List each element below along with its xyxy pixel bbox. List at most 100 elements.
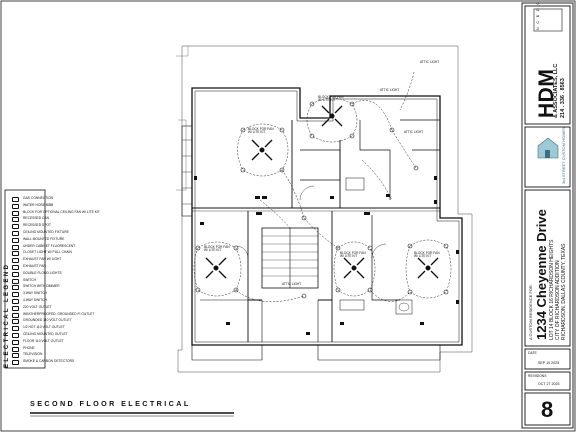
legend-item: 220 VOLT OUTLET [12, 304, 52, 311]
legend-item: TELEVISION [12, 352, 43, 359]
legend-symbol-icon [12, 312, 19, 318]
legend-item-label: CEILING MOUNTED OUTLET [23, 332, 68, 336]
legend-item: RECESSED SPOT [12, 223, 52, 230]
legend-item-label: EXHAUST FAN W/ LIGHT [23, 257, 62, 262]
legend-item-label: UNDER CABINET FLUORESCENT [23, 243, 76, 248]
label-block-fan-3: BLOCK FOR FAN W/ LITE KIT [204, 245, 230, 253]
legend-symbol-icon [12, 258, 19, 264]
builder-logo [537, 137, 559, 159]
legend-item-label: BLOCK FOR OPTIONAL CEILING FAN W/ LITE K… [23, 209, 100, 214]
label-block-fan-2: BLOCK FOR FAN W/ LITE KIT [248, 127, 274, 135]
legend-item-label: RECESSED CAN [23, 216, 50, 221]
legend-symbol-icon [12, 244, 19, 250]
legend-item: RECESSED CAN [12, 216, 50, 223]
revisions-label: REVISIONS [528, 374, 547, 378]
switches-outlets [194, 176, 459, 335]
legend-symbol-icon [12, 299, 19, 304]
legend-item-label: 1/2 HOT 110 VOLT OUTLET [23, 325, 65, 330]
revision-value: OCT 27 2025 [538, 382, 560, 386]
sheet-title-underline [30, 412, 234, 417]
legend-item-label: PHONE [23, 345, 35, 350]
legend-symbol-icon [12, 237, 19, 243]
sheet-title: SECOND FLOOR ELECTRICAL [30, 399, 191, 408]
label-attic-light-upper-mid: ATTIC LIGHT [380, 88, 400, 92]
legend-symbol-icon [12, 271, 19, 277]
legend-symbol-icon [12, 265, 19, 270]
legend-item: BLOCK FOR OPTIONAL CEILING FAN W/ LITE K… [12, 209, 100, 216]
legend-item-label: EXHAUST FAN [23, 264, 46, 268]
label-attic-light-mid: ATTIC LIGHT [282, 282, 302, 286]
label-attic-light-right: ATTIC LIGHT [404, 130, 424, 134]
firm-phone: 214 . 336 . 8563 [560, 78, 566, 118]
legend-item: CEILING MOUNTED OUTLET [12, 332, 68, 338]
legend-item: EXHAUST FAN W/ LIGHT [12, 257, 62, 264]
circuit-wiring [193, 71, 452, 302]
floor-plan [176, 45, 473, 373]
project-address: 1234 Cheyenne Drive [534, 209, 549, 340]
legend-item: 1/2 HOT 110 VOLT OUTLET [12, 325, 65, 332]
legend-symbol-icon [12, 285, 19, 291]
sheet-number: 8 [541, 397, 554, 422]
legend-item-label: TELEVISION [23, 352, 43, 357]
legend-item-label: 3-WAY SWITCH [23, 291, 47, 296]
project-intro: A CUSTOM RESIDENCE FOR [528, 285, 533, 340]
legend-symbol-icon [12, 353, 19, 359]
date-label: DATE [528, 351, 537, 355]
ncbdc-logo-text: N C B D C [536, 0, 540, 30]
legend-item: CEILING MOUNTED FIXTURE [12, 230, 69, 236]
legend-symbol-icon [12, 360, 19, 366]
label-block-fan-5: BLOCK FOR FAN W/ LITE KIT [414, 251, 440, 259]
legend-symbol-icon [12, 217, 19, 223]
legend-item-label: WATER HOSE BIBB [23, 202, 54, 207]
legend-item: WATER HOSE BIBB [12, 202, 54, 209]
firm-subtitle: & ASSOCIATES, LLC [553, 63, 559, 118]
legend-item-label: GROUNDED 110 VOLT OUTLET [23, 318, 72, 323]
legend-item-label: FLOOR 110 VOLT OUTLET [23, 338, 64, 343]
legend-symbol-icon [12, 339, 19, 345]
legend-item: SWITCH WITH DIMMER [12, 285, 60, 291]
legend-item: WALL MOUNTED FIXTURE [12, 236, 65, 243]
legend-item-label: GAS CONNECTION [23, 196, 54, 200]
legend-item-label: 220 VOLT OUTLET [23, 304, 52, 309]
legend-item: UNDER CABINET FLUORESCENT [12, 243, 76, 250]
legend-symbol-icon [12, 203, 19, 209]
legend-item: GAS CONNECTION [12, 196, 54, 202]
date-value: SEP 10 2025 [538, 361, 560, 365]
title-block-frames [521, 2, 574, 429]
ncbdc-logo-box [533, 8, 563, 32]
legend-item: EXHAUST FAN [12, 264, 46, 270]
legend-item: 4-WAY SWITCH [12, 298, 47, 304]
legend-item: SMOKE & CARBON DETECTORS [12, 359, 75, 366]
legend-item-label: CLOSET LIGHT W/ PULL CHAIN [23, 250, 72, 255]
legend-item-label: SMOKE & CARBON DETECTORS [23, 359, 75, 364]
legend-item-label: WALL MOUNTED FIXTURE [23, 236, 65, 241]
legend-item: GROUNDED 110 VOLT OUTLET [12, 318, 72, 325]
label-block-fan-1: BLOCK FOR FAN W/ LITE KIT [318, 95, 344, 103]
legend-item: DOUBLE FLOOD LIGHTS [12, 270, 62, 277]
legend-item-label: 4-WAY SWITCH [23, 298, 47, 302]
legend-symbol-icon [12, 197, 19, 202]
legend-item: 3-WAY SWITCH [12, 291, 47, 298]
legend-symbol-icon [12, 292, 19, 298]
legend-frame [4, 189, 46, 369]
legend-symbol-icon [12, 319, 19, 325]
legend-symbol-icon [12, 346, 19, 352]
legend-item: WEATHERPROOFED, GROUNDED FI OUTLET [12, 311, 95, 318]
legend-item-label: DOUBLE FLOOD LIGHTS [23, 270, 62, 275]
label-attic-light-top: ATTIC LIGHT [420, 60, 440, 64]
legend-symbol-icon [12, 251, 19, 257]
builder-name: 3rd STREET CUSTOM HOMES [561, 127, 566, 184]
legend-symbol-icon [12, 326, 19, 332]
legend-heading: ELECTRICAL LEGEND [4, 262, 10, 368]
ceiling-fans [205, 105, 439, 279]
legend-item: PHONE [12, 345, 35, 352]
legend-symbol-icon [12, 305, 19, 311]
legend-item-label: CEILING MOUNTED FIXTURE [23, 230, 69, 234]
legend-item: SWITCH [12, 278, 36, 284]
legend-symbol-icon [12, 278, 19, 284]
legend-item-label: WEATHERPROOFED, GROUNDED FI OUTLET [23, 311, 95, 316]
project-city-line: RICHARDSON, DALLAS COUNTY, TEXAS [561, 243, 567, 340]
legend-item-label: RECESSED SPOT [23, 223, 52, 228]
